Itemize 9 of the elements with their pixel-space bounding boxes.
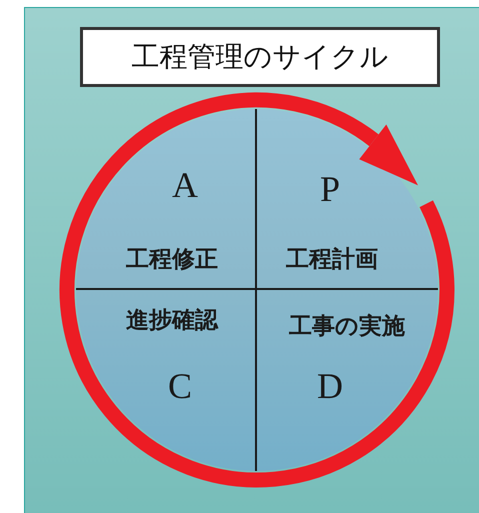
phase-letter: P [320,168,340,210]
phase-letter: A [172,164,198,206]
phase-label: 進捗確認 [126,306,218,336]
phase-label: 工程修正 [126,246,218,274]
phase-label: 工程計画 [286,246,378,274]
phase-letter: C [168,365,192,407]
title: 工程管理のサイクル [80,27,440,87]
phase-label: 工事の実施 [289,312,405,342]
phase-letter: D [317,365,343,407]
